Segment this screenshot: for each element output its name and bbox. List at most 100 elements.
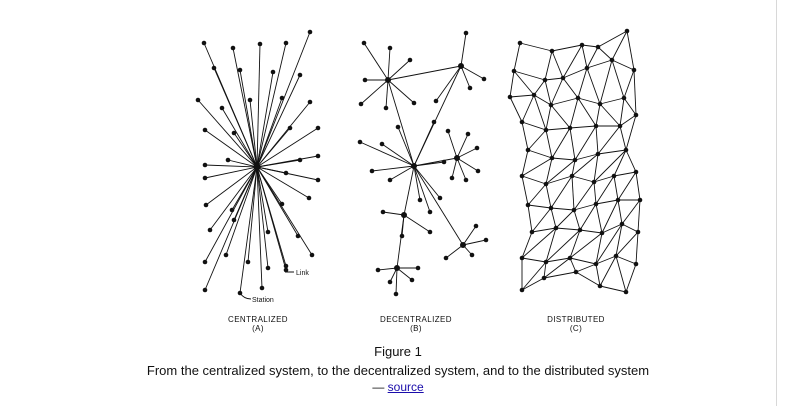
- network-link: [545, 127, 571, 131]
- network-station: [611, 173, 617, 179]
- network-station: [637, 197, 643, 203]
- network-link: [521, 257, 547, 263]
- network-station: [454, 155, 460, 161]
- network-link: [385, 79, 389, 109]
- link-annotation: Link: [285, 270, 309, 277]
- network-link: [544, 50, 553, 81]
- network-link: [413, 165, 431, 213]
- network-link: [550, 207, 575, 211]
- network-link: [551, 157, 576, 161]
- network-link: [569, 127, 576, 161]
- network-link: [595, 103, 601, 127]
- network-station: [445, 128, 451, 134]
- network-station: [431, 119, 437, 125]
- network-link: [625, 263, 637, 293]
- network-link: [569, 257, 577, 273]
- network-link: [521, 231, 533, 259]
- network-link: [513, 42, 521, 72]
- network-link: [256, 166, 263, 289]
- network-station: [543, 181, 549, 187]
- network-station: [595, 44, 601, 50]
- network-link: [513, 70, 546, 81]
- network-station: [257, 41, 263, 47]
- network-station: [297, 72, 303, 78]
- network-link: [225, 166, 258, 256]
- network-station: [306, 195, 312, 201]
- network-link: [204, 166, 258, 263]
- network-link: [387, 65, 462, 81]
- network-station: [443, 255, 449, 261]
- network-station: [427, 209, 433, 215]
- network-link: [621, 223, 639, 233]
- network-link: [575, 263, 597, 273]
- network-station: [517, 40, 523, 46]
- network-station: [247, 97, 253, 103]
- network-station: [579, 42, 585, 48]
- network-link: [577, 97, 601, 105]
- network-link: [571, 175, 575, 211]
- network-link: [599, 97, 625, 105]
- network-station: [599, 230, 605, 236]
- network-station: [481, 76, 487, 82]
- network-link: [555, 227, 581, 231]
- network-station: [631, 67, 637, 73]
- page-right-border: [776, 0, 777, 406]
- network-link: [387, 79, 415, 104]
- network-link: [209, 166, 258, 231]
- network-station: [387, 45, 393, 51]
- network-station: [207, 227, 213, 233]
- network-link: [204, 166, 258, 291]
- network-link: [527, 204, 552, 209]
- network-link: [615, 223, 623, 257]
- network-link: [227, 159, 258, 168]
- network-station: [394, 265, 400, 271]
- network-link: [579, 203, 597, 231]
- link-annotation-label: Link: [296, 270, 309, 277]
- network-station: [543, 259, 549, 265]
- network-station: [473, 223, 479, 229]
- network-station: [475, 168, 481, 174]
- network-station: [237, 67, 243, 73]
- source-link[interactable]: source: [387, 380, 424, 394]
- network-station: [283, 267, 289, 273]
- network-link: [543, 261, 547, 279]
- network-link: [611, 30, 628, 61]
- network-link: [577, 97, 597, 127]
- network-link: [551, 44, 583, 52]
- network-link: [550, 97, 579, 106]
- network-station: [542, 77, 548, 83]
- network-link: [256, 166, 287, 271]
- network-station: [549, 48, 555, 54]
- network-link: [387, 59, 411, 81]
- network-link: [256, 71, 274, 168]
- network-link: [533, 94, 552, 106]
- network-station: [202, 162, 208, 168]
- network-link: [637, 199, 641, 233]
- network-station: [385, 77, 391, 83]
- network-station: [469, 252, 475, 258]
- network-station: [202, 175, 208, 181]
- station-annotation-label: Station: [252, 297, 274, 304]
- network-link: [204, 164, 258, 168]
- network-link: [595, 223, 623, 265]
- network-link: [544, 79, 552, 106]
- network-station: [571, 207, 577, 213]
- network-station: [437, 195, 443, 201]
- network-link: [521, 94, 535, 123]
- network-link: [574, 125, 597, 161]
- network-station: [549, 155, 555, 161]
- network-link: [586, 46, 599, 69]
- network-station: [483, 237, 489, 243]
- network-link: [577, 67, 588, 99]
- network-link: [519, 42, 553, 52]
- network-link: [533, 94, 547, 131]
- network-station: [593, 201, 599, 207]
- network-station: [411, 163, 417, 169]
- network-station: [223, 252, 229, 258]
- network-link: [413, 165, 464, 246]
- network-link: [435, 65, 462, 102]
- network-link: [204, 166, 258, 179]
- network-link: [387, 79, 415, 167]
- network-station: [287, 125, 293, 131]
- network-station: [519, 255, 525, 261]
